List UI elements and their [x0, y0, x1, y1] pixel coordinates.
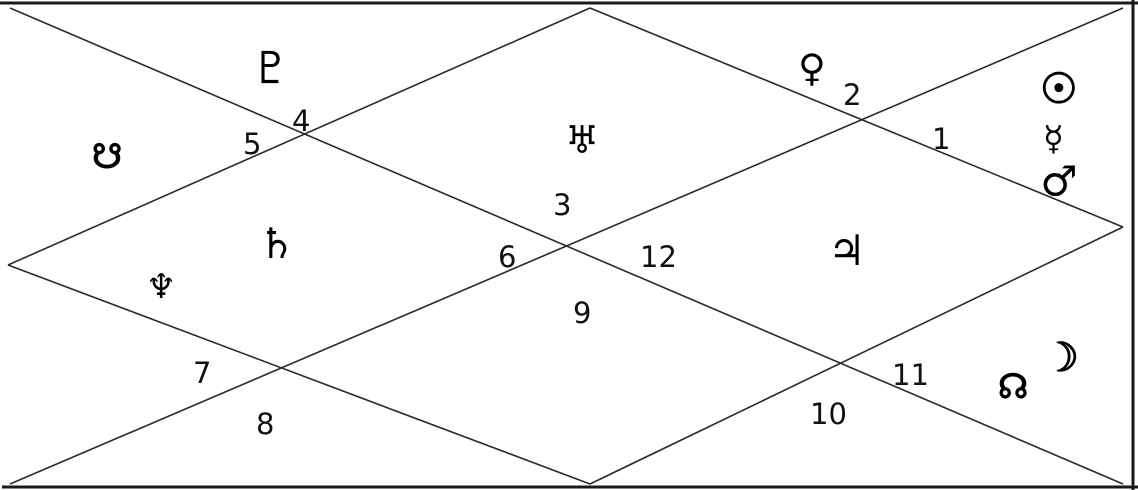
moon-symbol: ☽	[1043, 334, 1079, 381]
inner-diamond	[7, 7, 1124, 485]
jupiter-symbol: ♃	[828, 226, 866, 275]
house-number: 7	[193, 356, 211, 390]
south-node-symbol: ☋	[92, 137, 122, 177]
uranus-symbol: ♅	[565, 117, 599, 162]
neptune-symbol: ♆	[146, 267, 176, 307]
house-number: 12	[640, 240, 677, 274]
house-number: 3	[553, 188, 571, 222]
house-number: 2	[843, 78, 861, 112]
north-node-symbol: ☊	[998, 367, 1028, 407]
house-numbers: 1 2 3 4 5 6 7 8 9 10 11 12	[193, 78, 950, 441]
planet-glyphs: ♇ ♀ ☉ ☿ ♂ ☋ ♅ ♄ ♆ ♃ ☽ ☊	[92, 43, 1079, 407]
mars-symbol: ♂	[1040, 157, 1078, 206]
venus-symbol: ♀	[798, 45, 826, 90]
pluto-symbol: ♇	[251, 43, 290, 94]
house-number: 10	[810, 397, 847, 431]
mercury-symbol: ☿	[1043, 119, 1064, 159]
house-number: 8	[256, 407, 274, 441]
saturn-symbol: ♄	[258, 219, 296, 268]
house-number: 4	[292, 104, 310, 138]
corner-diagonals	[9, 7, 1124, 485]
sun-symbol: ☉	[1040, 64, 1078, 113]
house-number: 5	[243, 127, 261, 161]
house-number: 11	[892, 358, 929, 392]
house-number: 1	[932, 122, 950, 156]
house-number: 9	[573, 296, 591, 330]
house-number: 6	[498, 240, 516, 274]
